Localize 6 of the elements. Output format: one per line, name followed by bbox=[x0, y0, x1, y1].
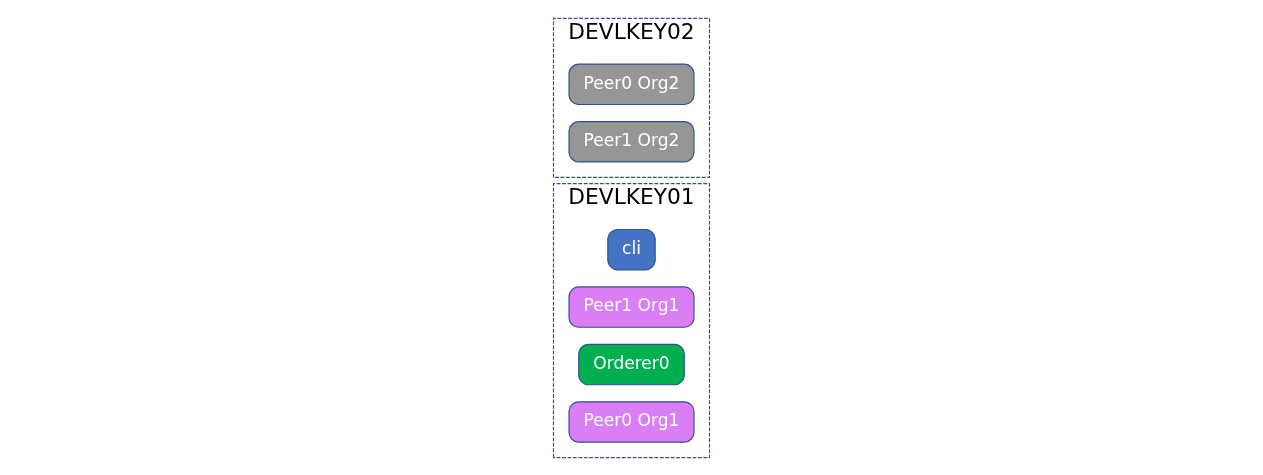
node-box: Peer0 Org2 bbox=[568, 63, 695, 105]
node-box: cli bbox=[607, 228, 656, 270]
node-box: Peer1 Org2 bbox=[568, 120, 695, 162]
node-box: Peer0 Org1 bbox=[568, 400, 695, 443]
node-box: Orderer0 bbox=[578, 343, 685, 385]
node-box: Peer1 Org1 bbox=[568, 285, 695, 328]
